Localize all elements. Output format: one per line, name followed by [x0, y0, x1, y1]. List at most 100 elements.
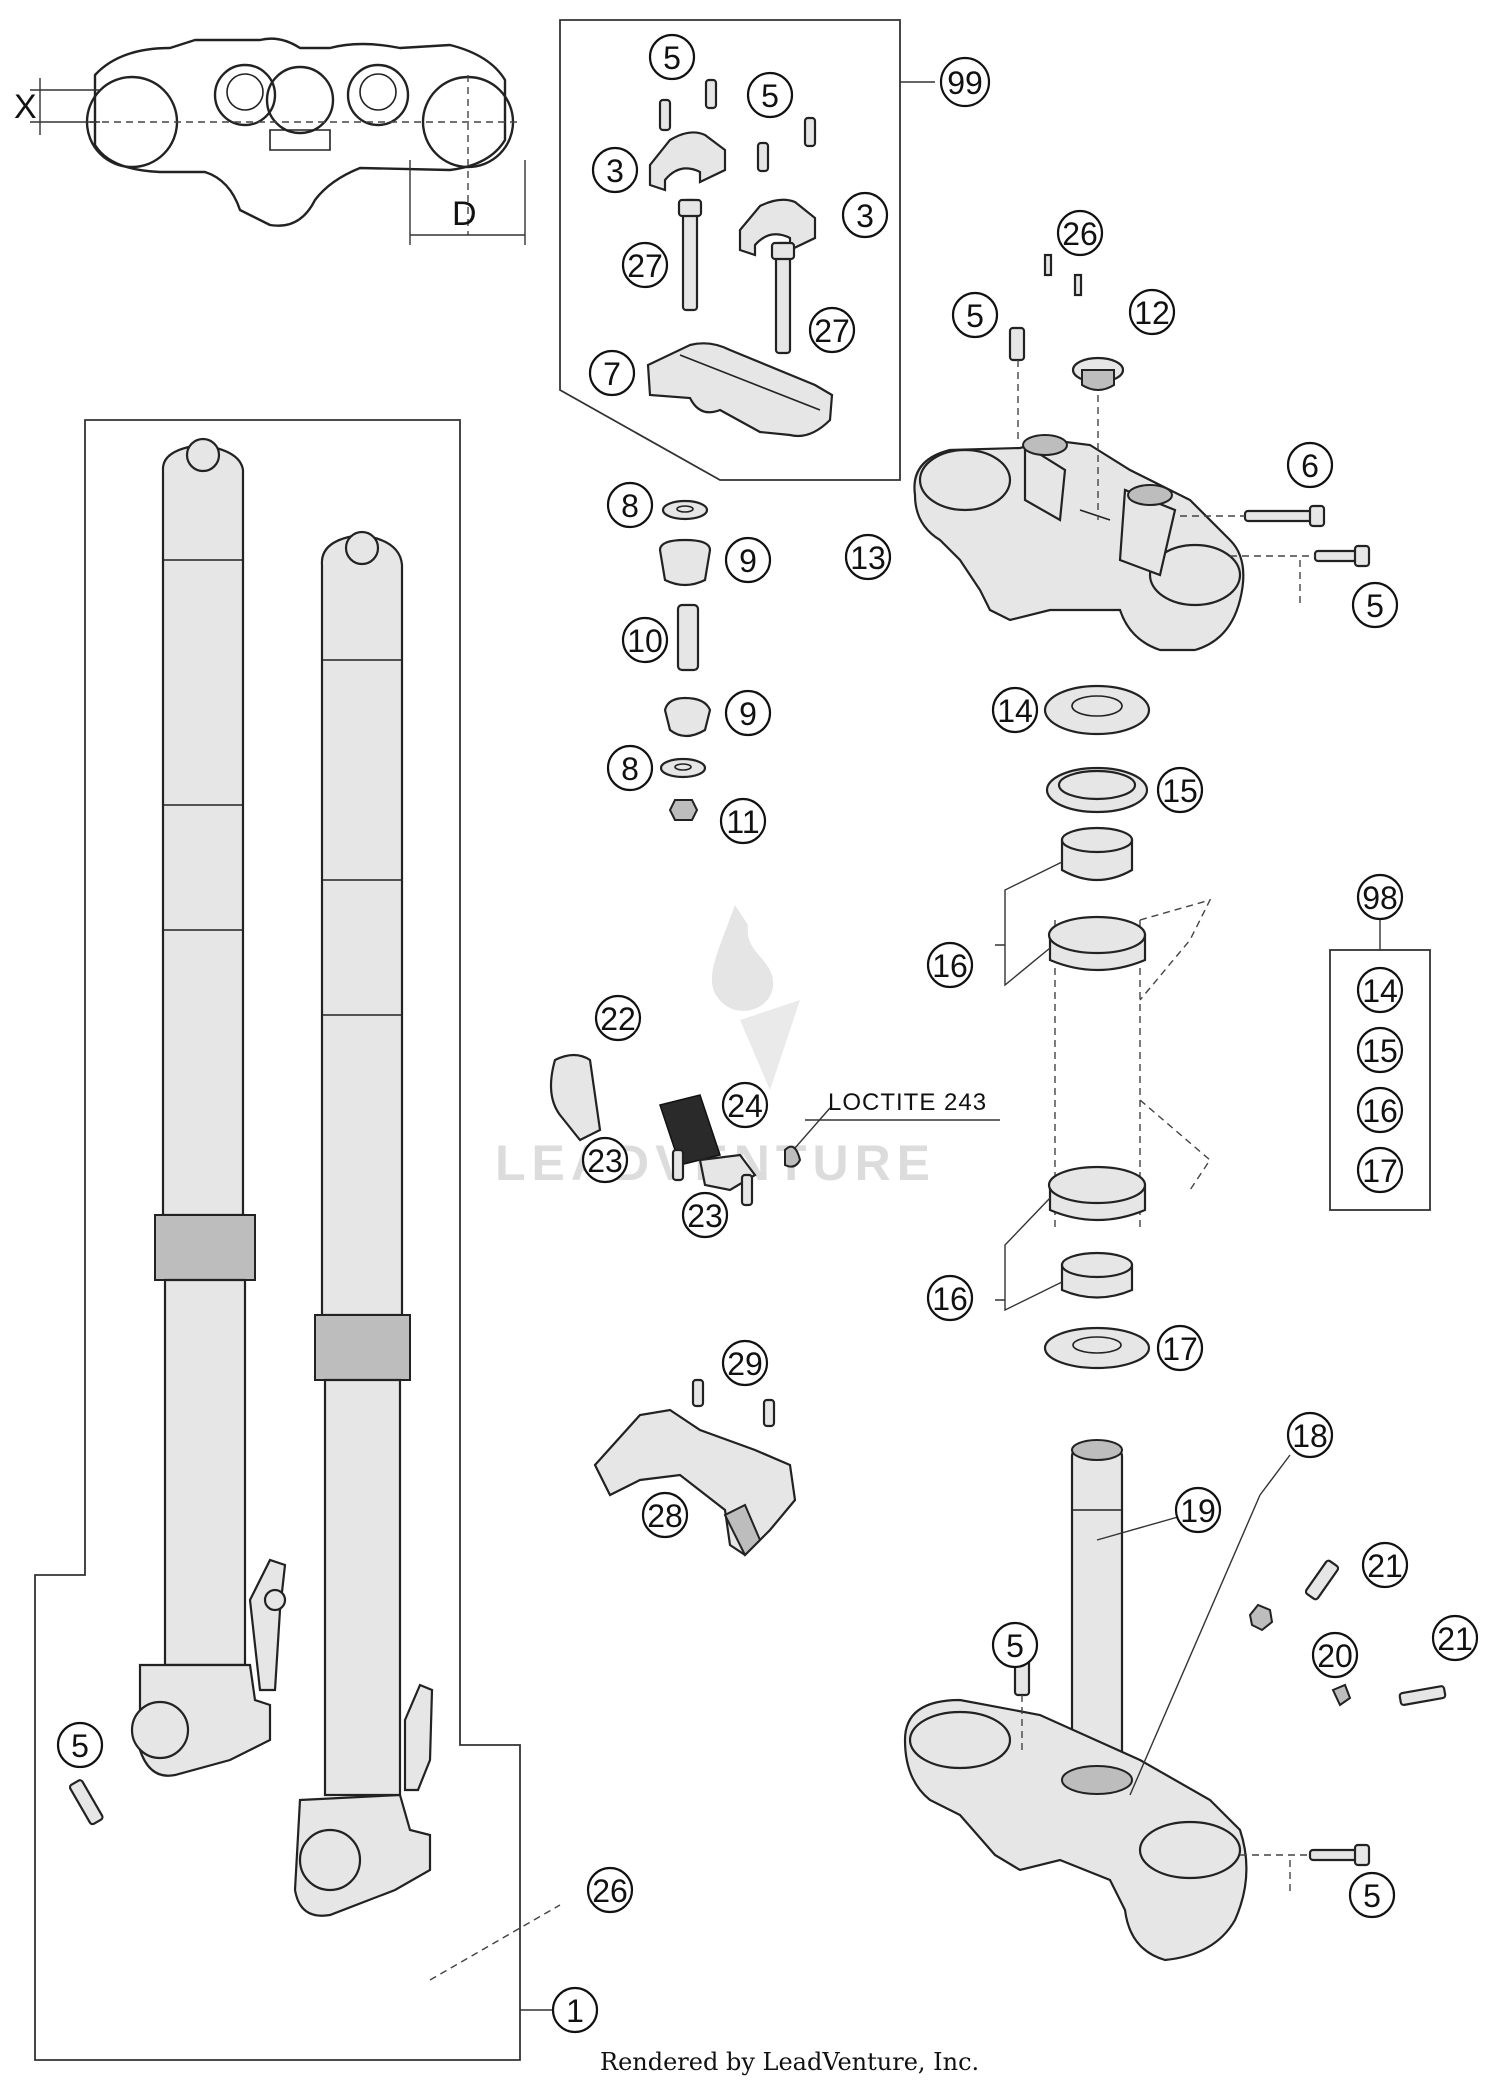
callout-26a: 26: [1056, 209, 1104, 257]
svg-text:8: 8: [621, 488, 639, 524]
svg-text:5: 5: [1363, 1878, 1381, 1914]
callout-99: 99: [939, 56, 991, 108]
svg-text:29: 29: [727, 1346, 763, 1382]
callout-15: 15: [1156, 766, 1204, 814]
clamp-base-plate: [646, 342, 834, 438]
callout-29: 29: [721, 1339, 769, 1387]
callouts: 1 3 3 5 5 5 5 5 5 5 6 7 8 8 9 9 10 11 12…: [56, 33, 1479, 2034]
svg-text:17: 17: [1162, 1331, 1198, 1367]
svg-text:10: 10: [627, 623, 663, 659]
callout-8b: 8: [606, 744, 654, 792]
callout-26b: 26: [586, 1866, 634, 1914]
svg-text:15: 15: [1362, 1033, 1398, 1069]
callout-7: 7: [588, 349, 636, 397]
svg-text:13: 13: [850, 540, 886, 576]
kit-98-box: [1329, 920, 1431, 1211]
callout-23b: 23: [681, 1191, 729, 1239]
svg-text:22: 22: [600, 1001, 636, 1037]
svg-text:21: 21: [1437, 1621, 1473, 1657]
callout-22: 22: [594, 994, 642, 1042]
svg-text:16: 16: [1362, 1093, 1398, 1129]
callout-18: 18: [1286, 1411, 1334, 1459]
svg-text:5: 5: [71, 1728, 89, 1764]
callout-17: 17: [1156, 1324, 1204, 1372]
svg-text:23: 23: [587, 1143, 623, 1179]
svg-text:3: 3: [856, 198, 874, 234]
svg-text:1: 1: [566, 1993, 584, 2029]
fork-guard-parts: LOCTITE 243: [549, 1053, 1000, 1207]
callout-98: 98: [1356, 873, 1404, 921]
svg-text:5: 5: [966, 298, 984, 334]
svg-text:11: 11: [726, 804, 759, 840]
svg-text:18: 18: [1292, 1418, 1328, 1454]
callout-9a: 9: [724, 536, 772, 584]
callout-9b: 9: [724, 689, 772, 737]
clamp-dimension-view: X D: [14, 37, 526, 245]
svg-text:6: 6: [1301, 448, 1319, 484]
callout-3b: 3: [841, 191, 889, 239]
svg-text:28: 28: [647, 1498, 683, 1534]
svg-text:98: 98: [1362, 880, 1398, 916]
handlebar-clamp-left: [648, 131, 727, 192]
svg-text:5: 5: [663, 40, 681, 76]
svg-text:14: 14: [1362, 973, 1398, 1009]
lower-triple-clamp: [903, 1439, 1447, 1962]
svg-text:5: 5: [1006, 1628, 1024, 1664]
dimension-d-label: D: [452, 195, 477, 233]
callout-23a: 23: [581, 1136, 629, 1184]
kit98-item-17: 17: [1356, 1146, 1404, 1194]
svg-text:26: 26: [592, 1873, 628, 1909]
callout-8a: 8: [606, 481, 654, 529]
callout-5a: 5: [648, 33, 696, 81]
svg-text:19: 19: [1180, 1493, 1216, 1529]
svg-text:26: 26: [1062, 216, 1098, 252]
kit98-item-16: 16: [1356, 1086, 1404, 1134]
callout-19: 19: [1174, 1486, 1222, 1534]
svg-text:27: 27: [814, 313, 850, 349]
callout-16b: 16: [926, 1274, 974, 1322]
callout-5g: 5: [1348, 1871, 1396, 1919]
svg-text:5: 5: [1366, 588, 1384, 624]
svg-text:12: 12: [1134, 295, 1170, 331]
footer-credit: Rendered by LeadVenture, Inc.: [600, 2048, 979, 2076]
callout-5e: 5: [56, 1721, 104, 1769]
svg-text:8: 8: [621, 751, 639, 787]
callout-6: 6: [1286, 441, 1334, 489]
callout-5d: 5: [1351, 581, 1399, 629]
callout-21b: 21: [1431, 1614, 1479, 1662]
callout-5b: 5: [746, 71, 794, 119]
dimension-x-label: X: [14, 88, 37, 126]
fork-assembly: [34, 419, 561, 2061]
svg-text:21: 21: [1367, 1548, 1403, 1584]
svg-text:20: 20: [1317, 1638, 1353, 1674]
callout-16a: 16: [926, 941, 974, 989]
svg-text:9: 9: [739, 543, 757, 579]
small-parts-column: [658, 499, 712, 821]
svg-text:27: 27: [627, 248, 663, 284]
svg-text:7: 7: [603, 356, 621, 392]
callout-28: 28: [641, 1491, 689, 1539]
callout-3a: 3: [591, 146, 639, 194]
bracket-assembly: [593, 1378, 797, 1557]
svg-text:9: 9: [739, 696, 757, 732]
callout-12: 12: [1128, 288, 1176, 336]
svg-text:3: 3: [606, 153, 624, 189]
callout-10: 10: [621, 616, 669, 664]
svg-text:99: 99: [947, 65, 983, 101]
svg-text:24: 24: [727, 1088, 763, 1124]
callout-1: 1: [551, 1986, 599, 2034]
callout-14: 14: [991, 686, 1039, 734]
callout-5f: 5: [991, 1621, 1039, 1669]
callout-13: 13: [844, 533, 892, 581]
callout-24: 24: [721, 1081, 769, 1129]
svg-text:5: 5: [761, 78, 779, 114]
callout-27b: 27: [808, 306, 856, 354]
callout-27a: 27: [621, 241, 669, 289]
callout-21a: 21: [1361, 1541, 1409, 1589]
svg-text:15: 15: [1162, 773, 1198, 809]
callout-5c: 5: [951, 291, 999, 339]
loctite-note: LOCTITE 243: [828, 1089, 987, 1116]
kit98-item-14: 14: [1356, 966, 1404, 1014]
kit98-item-15: 15: [1356, 1026, 1404, 1074]
